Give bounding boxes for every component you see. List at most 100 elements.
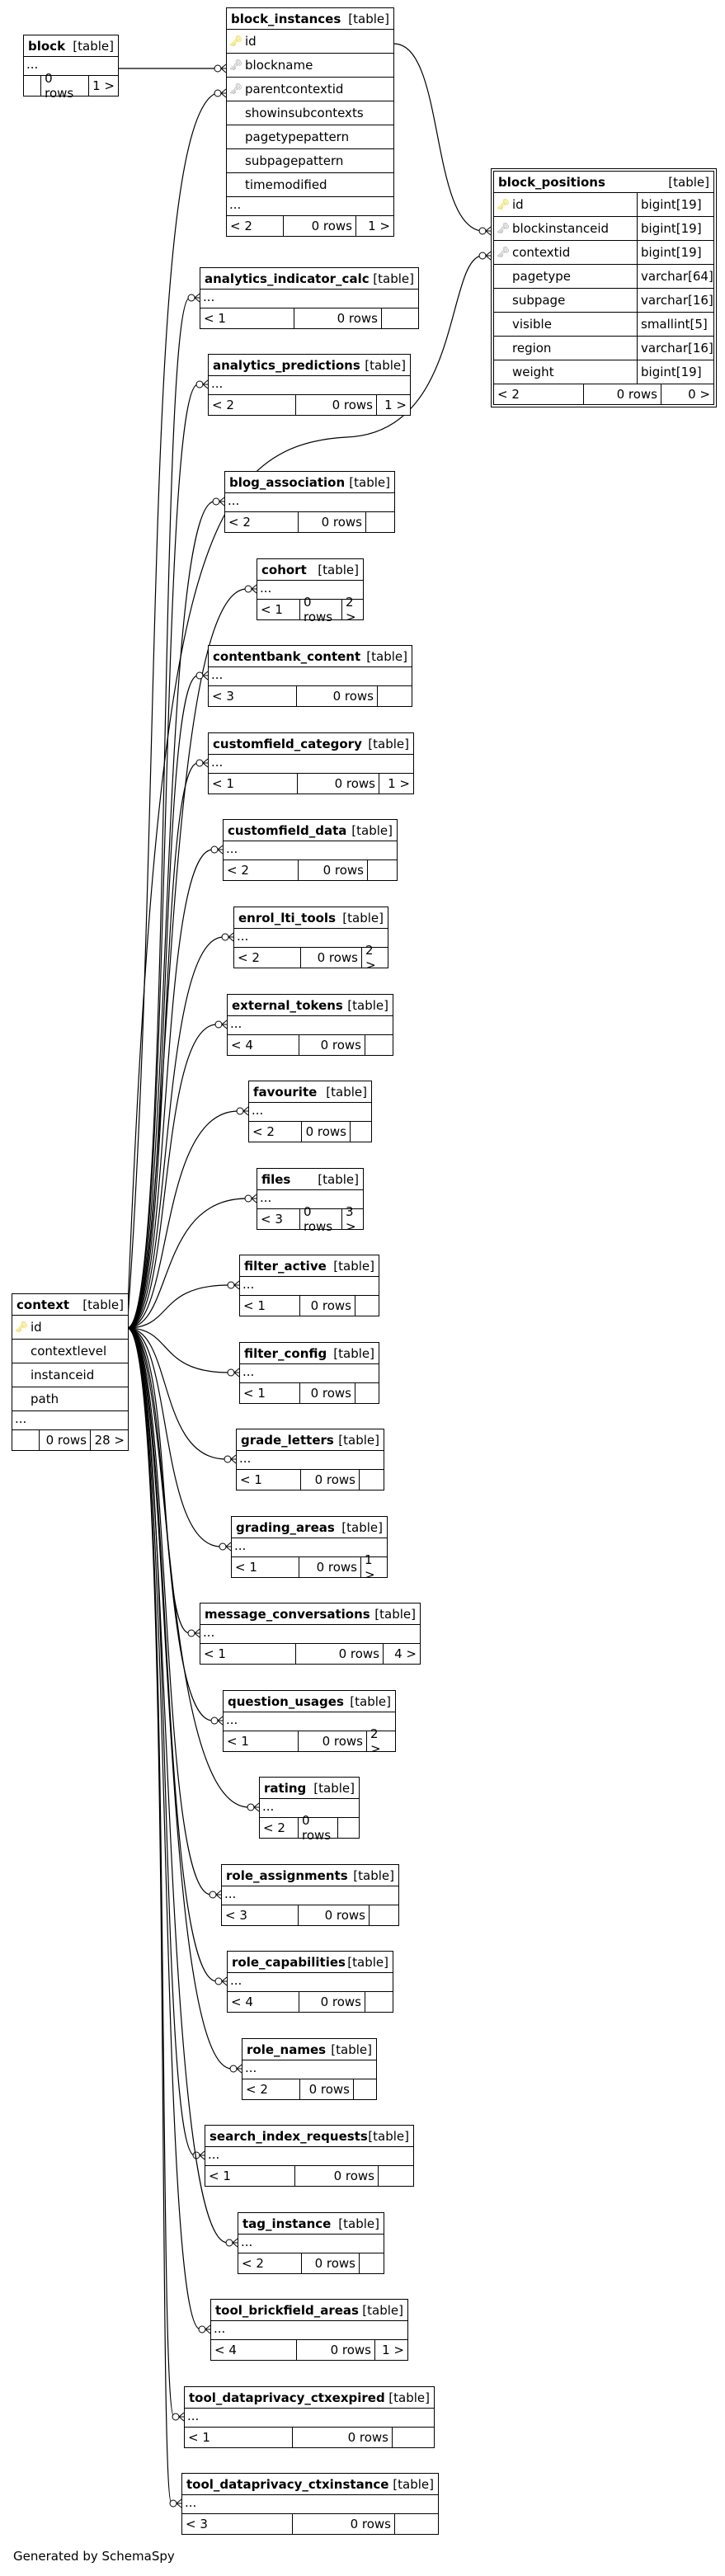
parents-count[interactable]: < 1: [261, 602, 283, 617]
column-row[interactable]: 🗝id: [12, 1316, 128, 1340]
column-row[interactable]: 🗝id: [227, 30, 393, 54]
children-count[interactable]: [369, 1905, 398, 1925]
children-count[interactable]: [392, 2428, 434, 2447]
parents-count[interactable]: < 3: [186, 2517, 208, 2531]
parents-count[interactable]: [12, 1430, 39, 1450]
parents-count[interactable]: < 2: [227, 863, 249, 878]
parents-count[interactable]: [24, 76, 40, 96]
children-count[interactable]: [359, 1470, 384, 1490]
children-count[interactable]: [350, 1122, 371, 1142]
parents-count[interactable]: < 4: [214, 2343, 237, 2357]
parents-count[interactable]: < 2: [246, 2082, 268, 2097]
parents-count[interactable]: < 2: [242, 2256, 264, 2271]
children-count[interactable]: [367, 860, 397, 880]
parents-count[interactable]: < 3: [212, 689, 234, 704]
children-count[interactable]: [377, 686, 412, 706]
parents-count[interactable]: < 1: [209, 2169, 231, 2183]
children-count[interactable]: [337, 1818, 359, 1838]
children-count[interactable]: [355, 1383, 379, 1403]
parents-count[interactable]: < 2: [497, 387, 520, 402]
children-count[interactable]: [353, 2079, 376, 2099]
table-tool-dataprivacy-ctxinstance[interactable]: tool_dataprivacy_ctxinstance[table]...< …: [181, 2473, 439, 2535]
parents-count[interactable]: < 1: [235, 1560, 257, 1575]
column-row[interactable]: timemodified: [227, 173, 393, 197]
parents-count[interactable]: < 1: [204, 311, 226, 326]
children-count[interactable]: 1 >: [376, 395, 410, 415]
column-row[interactable]: path: [12, 1387, 128, 1411]
parents-count[interactable]: < 2: [230, 219, 252, 233]
parents-count[interactable]: < 2: [252, 1124, 275, 1139]
parents-count[interactable]: < 1: [212, 776, 234, 791]
children-count[interactable]: 0 >: [661, 384, 713, 404]
parents-count[interactable]: < 3: [225, 1908, 247, 1923]
column-row[interactable]: subpagepattern: [227, 149, 393, 173]
column-row[interactable]: pagetypepattern: [227, 125, 393, 149]
parents-count[interactable]: < 2: [263, 1820, 285, 1835]
column-row[interactable]: 🗝blockname: [227, 54, 393, 78]
children-count[interactable]: 1 >: [355, 216, 393, 236]
children-count[interactable]: [381, 308, 418, 328]
parents-count[interactable]: < 1: [243, 1386, 266, 1401]
children-count[interactable]: 2 >: [341, 595, 363, 624]
children-count[interactable]: 2 >: [361, 943, 388, 972]
children-count[interactable]: [365, 1992, 393, 2012]
column-row[interactable]: 🗝parentcontextid: [227, 78, 393, 101]
children-count[interactable]: 1 >: [379, 774, 413, 794]
children-count[interactable]: [359, 2253, 384, 2273]
children-count[interactable]: [365, 512, 394, 532]
parents-count[interactable]: < 4: [231, 1994, 253, 2009]
table-block[interactable]: block [table] ... 0 rows 1 >: [23, 35, 119, 101]
parents-count[interactable]: < 2: [228, 515, 251, 530]
children-count[interactable]: 1 >: [88, 76, 118, 96]
parents-count[interactable]: < 3: [261, 1212, 283, 1227]
parents-count[interactable]: < 1: [227, 1734, 249, 1749]
children-count[interactable]: [355, 1296, 379, 1316]
children-count[interactable]: [378, 2166, 413, 2186]
children-count[interactable]: [365, 1035, 393, 1055]
parents-count[interactable]: < 2: [212, 398, 234, 412]
column-row[interactable]: instanceid: [12, 1363, 128, 1387]
parents-count[interactable]: < 1: [204, 1646, 226, 1661]
parents-count[interactable]: < 4: [231, 1038, 253, 1053]
children-count[interactable]: 3 >: [341, 1204, 363, 1234]
parents-count[interactable]: < 2: [238, 950, 260, 965]
children-count[interactable]: 1 >: [374, 2340, 407, 2360]
table-block-instances[interactable]: block_instances [table] 🗝id🗝blockname🗝pa…: [226, 7, 394, 237]
parents-count[interactable]: < 1: [240, 1472, 262, 1487]
column-row[interactable]: showinsubcontexts: [227, 101, 393, 125]
